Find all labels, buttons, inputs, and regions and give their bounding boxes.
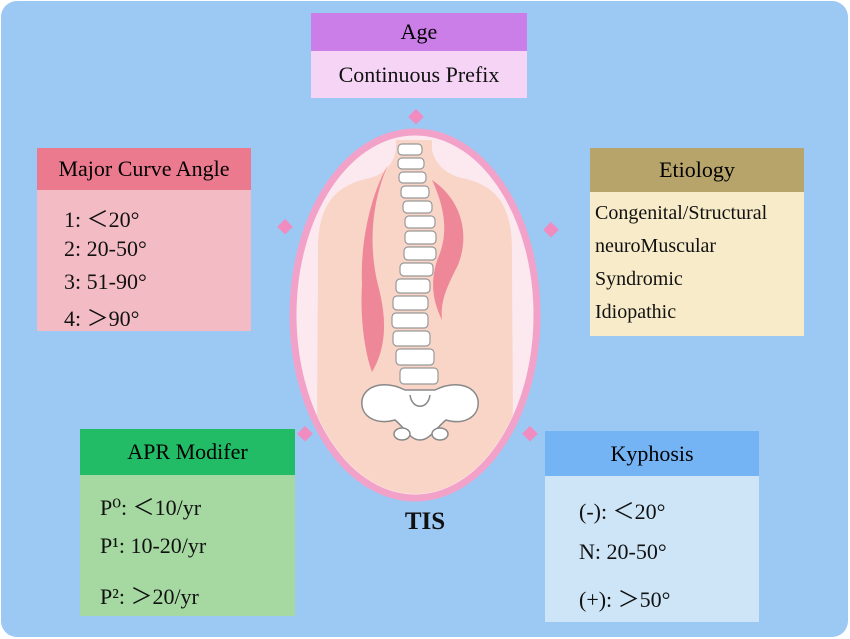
kyphosis-body: (-): ＜20° N: 20-50° (+): ＞50° bbox=[545, 476, 759, 622]
age-title: Age bbox=[400, 19, 438, 44]
major-curve-title: Major Curve Angle bbox=[58, 156, 230, 181]
muscle-left bbox=[361, 165, 388, 372]
apr-item: P¹: 10-20/yr bbox=[100, 533, 207, 558]
etiology-item: Syndromic bbox=[595, 268, 683, 290]
etiology-box: Etiology Congenital/Structural neuroMusc… bbox=[590, 148, 804, 336]
major-curve-item: 1: ＜20° bbox=[64, 207, 140, 232]
major-curve-item: 2: 20-50° bbox=[64, 236, 147, 261]
etiology-title: Etiology bbox=[659, 157, 735, 182]
kyphosis-header: Kyphosis bbox=[545, 431, 759, 476]
etiology-header: Etiology bbox=[590, 148, 804, 192]
major-curve-box: Major Curve Angle 1: ＜20° 2: 20-50° 3: 5… bbox=[37, 148, 251, 331]
kyphosis-item: N: 20-50° bbox=[579, 539, 667, 564]
age-box: Age Continuous Prefix bbox=[311, 13, 527, 98]
etiology-item: Congenital/Structural bbox=[595, 202, 768, 224]
apr-item: P²: ＞20/yr bbox=[100, 584, 199, 609]
etiology-body: Congenital/Structural neuroMuscular Synd… bbox=[590, 192, 804, 336]
kyphosis-item: (-): ＜20° bbox=[579, 499, 666, 524]
major-curve-header: Major Curve Angle bbox=[37, 148, 251, 190]
apr-header: APR Modifer bbox=[80, 429, 295, 475]
kyphosis-box: Kyphosis (-): ＜20° N: 20-50° (+): ＞50° bbox=[545, 431, 759, 622]
age-header: Age bbox=[311, 13, 527, 51]
muscle-right bbox=[432, 180, 464, 320]
major-curve-item: 4: ＞90° bbox=[64, 306, 140, 331]
major-curve-item: 3: 51-90° bbox=[64, 269, 147, 294]
vertebrae bbox=[391, 143, 439, 385]
apr-item: P⁰: ＜10/yr bbox=[100, 495, 202, 520]
apr-title: APR Modifer bbox=[127, 439, 248, 464]
pelvis bbox=[361, 384, 479, 441]
kyphosis-item: (+): ＞50° bbox=[579, 587, 671, 612]
etiology-item: neuroMuscular bbox=[595, 235, 717, 257]
apr-body: P⁰: ＜10/yr P¹: 10-20/yr P²: ＞20/yr bbox=[80, 475, 295, 616]
major-curve-body: 1: ＜20° 2: 20-50° 3: 51-90° 4: ＞90° bbox=[37, 190, 251, 331]
center-label: TIS bbox=[404, 508, 446, 535]
kyphosis-title: Kyphosis bbox=[610, 440, 694, 466]
apr-box: APR Modifer P⁰: ＜10/yr P¹: 10-20/yr P²: … bbox=[80, 429, 295, 616]
etiology-item: Idiopathic bbox=[595, 301, 677, 323]
age-content: Continuous Prefix bbox=[338, 61, 500, 87]
age-body: Continuous Prefix bbox=[311, 51, 527, 98]
